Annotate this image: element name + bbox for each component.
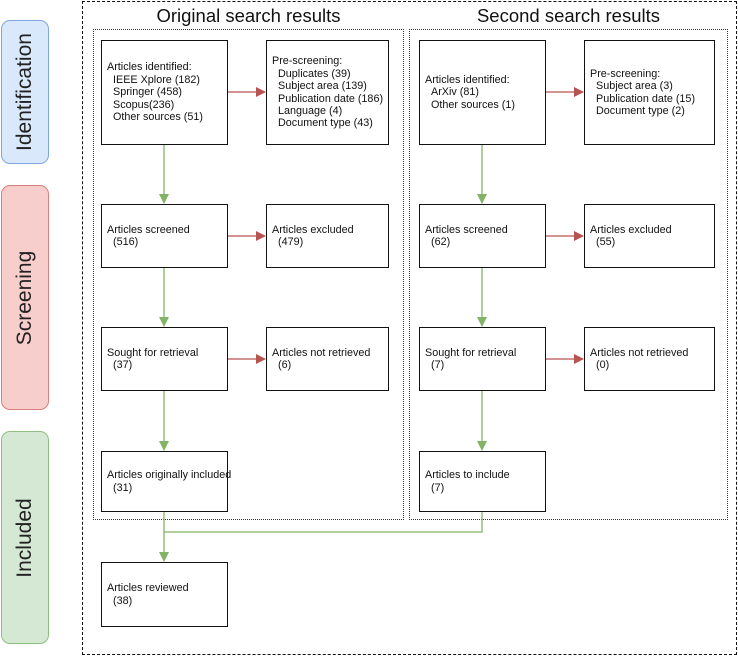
second-identified-item: ArXiv (81) xyxy=(431,86,479,99)
second-screened-box: Articles screened (62) xyxy=(419,204,546,268)
second-prescreening-item: Publication date (15) xyxy=(596,92,696,105)
original-included-box: Articles originally included (31) xyxy=(101,451,232,512)
original-not-retrieved-box: Articles not retrieved (6) xyxy=(266,327,389,391)
original-sought-box: Sought for retrieval (37) xyxy=(101,327,228,391)
reviewed-title: Articles reviewed xyxy=(107,582,189,595)
original-prescreening-item: Duplicates (39) xyxy=(278,67,351,80)
original-identified-title: Articles identified: xyxy=(107,61,192,74)
original-sought-title: Sought for retrieval xyxy=(107,346,199,359)
original-identified-item: IEEE Xplore (182) xyxy=(113,73,201,86)
second-not-retrieved-box: Articles not retrieved (0) xyxy=(584,327,715,391)
original-prescreening-box: Pre-screening: Duplicates (39) Subject a… xyxy=(266,40,389,145)
reviewed-box: Articles reviewed (38) xyxy=(101,562,228,627)
outer-container xyxy=(82,1,737,655)
second-prescreening-box: Pre-screening: Subject area (3) Publicat… xyxy=(584,40,715,145)
original-screened-title: Articles screened xyxy=(107,223,190,236)
second-sought-title: Sought for retrieval xyxy=(425,346,517,359)
original-not-retrieved-count: (6) xyxy=(278,359,292,371)
original-excluded-count: (479) xyxy=(278,236,304,248)
original-included-count: (31) xyxy=(113,481,133,494)
original-excluded-box: Articles excluded (479) xyxy=(266,204,389,268)
original-prescreening-title: Pre-screening: xyxy=(272,55,343,68)
second-sought-count: (7) xyxy=(431,359,445,371)
phase-screening: Screening xyxy=(1,185,49,410)
phase-included-label: Included xyxy=(13,497,36,578)
second-screened-count: (62) xyxy=(431,236,451,248)
second-included-box: Articles to include (7) xyxy=(419,451,546,512)
original-excluded-title: Articles excluded xyxy=(272,223,354,236)
original-prescreening-item: Document type (43) xyxy=(278,117,373,130)
second-excluded-title: Articles excluded xyxy=(590,223,672,236)
second-identified-item: Other sources (1) xyxy=(431,98,516,111)
original-identified-item: Scopus(236) xyxy=(113,98,175,111)
original-screened-box: Articles screened (516) xyxy=(101,204,228,268)
phase-identification-label: Identification xyxy=(13,33,36,151)
second-excluded-box: Articles excluded (55) xyxy=(584,204,715,268)
second-screened-title: Articles screened xyxy=(425,223,508,236)
original-included-title: Articles originally included xyxy=(107,469,232,482)
original-identified-item: Springer (458) xyxy=(113,86,183,99)
second-not-retrieved-count: (0) xyxy=(596,359,610,371)
original-prescreening-item: Language (4) xyxy=(278,104,343,117)
second-included-title: Articles to include xyxy=(425,469,510,482)
reviewed-count: (38) xyxy=(113,594,133,607)
phase-identification: Identification xyxy=(1,20,49,164)
original-search-heading: Original search results xyxy=(156,5,341,26)
phase-included: Included xyxy=(1,431,49,644)
second-included-count: (7) xyxy=(431,481,445,494)
phase-screening-label: Screening xyxy=(13,250,36,345)
second-excluded-count: (55) xyxy=(596,236,616,248)
original-sought-count: (37) xyxy=(113,359,133,371)
second-prescreening-title: Pre-screening: xyxy=(590,67,661,80)
original-not-retrieved-title: Articles not retrieved xyxy=(272,346,371,359)
second-identified-title: Articles identified: xyxy=(425,73,510,86)
original-identified-item: Other sources (51) xyxy=(113,111,204,124)
second-not-retrieved-title: Articles not retrieved xyxy=(590,346,689,359)
second-sought-box: Sought for retrieval (7) xyxy=(419,327,546,391)
second-search-heading: Second search results xyxy=(476,5,661,26)
second-prescreening-item: Document type (2) xyxy=(596,104,685,117)
original-prescreening-item: Publication date (186) xyxy=(278,92,384,105)
second-search-group xyxy=(409,29,728,520)
second-prescreening-item: Subject area (3) xyxy=(596,80,673,93)
original-screened-count: (516) xyxy=(113,236,139,248)
second-identified-box: Articles identified: ArXiv (81) Other so… xyxy=(419,40,546,145)
original-prescreening-item: Subject area (139) xyxy=(278,80,367,93)
original-identified-box: Articles identified: IEEE Xplore (182) S… xyxy=(101,40,228,145)
